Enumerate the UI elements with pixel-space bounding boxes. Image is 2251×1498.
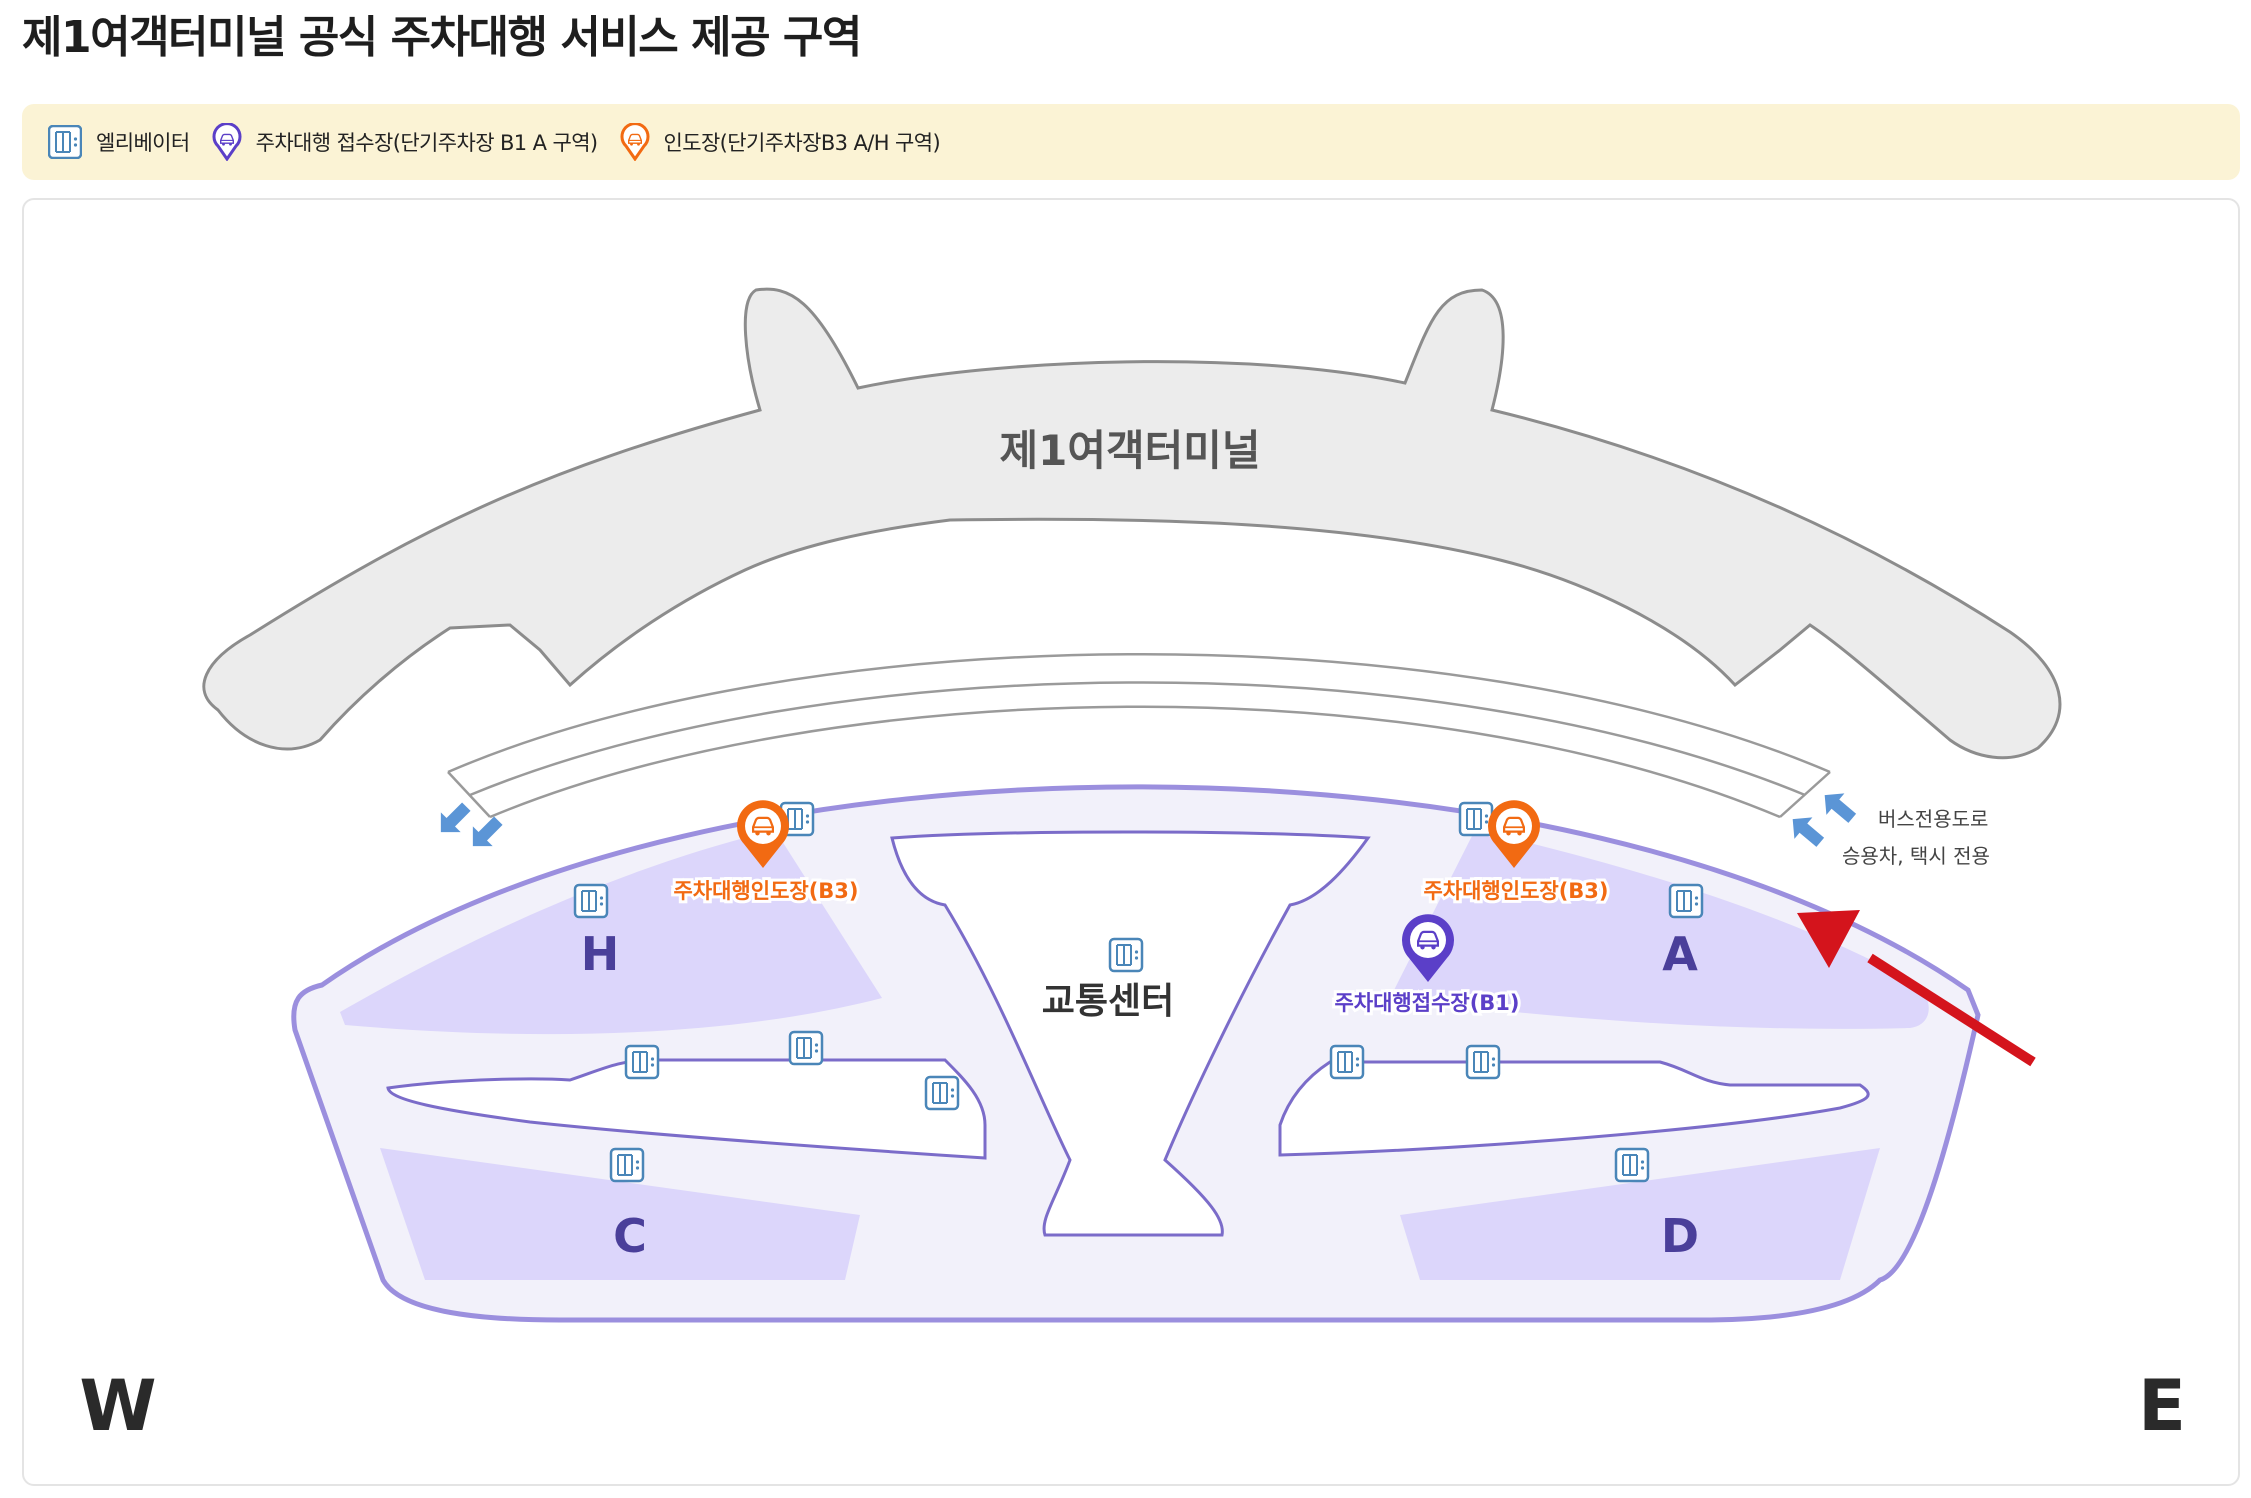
elevator-icon: [624, 1044, 660, 1080]
zone-d-area: [1400, 1148, 1880, 1280]
arrow-southwest-icon: [472, 816, 503, 847]
delivery-marker-west-label: 주차대행인도장(B3): [673, 879, 858, 903]
elevator-icon: [788, 1030, 824, 1066]
terminal-building: [202, 287, 2062, 760]
west-connector: [386, 1058, 987, 1160]
valet-reception-pin-icon: [212, 123, 242, 161]
red-pointer-arrow: [1797, 910, 2036, 1067]
zone-a-area: [1390, 830, 1929, 1029]
elevator-icon: [609, 1147, 645, 1183]
elevator-icon: [1458, 801, 1494, 837]
arrow-southwest-icon: [440, 802, 471, 833]
traffic-arrows-west: [440, 802, 503, 847]
legend-delivery: 인도장(단기주차장B3 A/H 구역): [620, 123, 941, 161]
east-connector: [1278, 1060, 1870, 1157]
direction-west: W: [79, 1365, 156, 1447]
elevator-icon: [1668, 883, 1704, 919]
valet-delivery-pin-icon: [620, 123, 649, 161]
arrow-northwest-icon: [1792, 817, 1825, 847]
elevated-roadway: [447, 652, 1831, 819]
delivery-marker-west[interactable]: 주차대행인도장(B3): [670, 800, 862, 906]
zone-c-area: [380, 1148, 860, 1280]
legend-delivery-label: 인도장(단기주차장B3 A/H 구역): [663, 131, 941, 155]
transport-center-hub: [890, 830, 1371, 1237]
zone-c-label: C: [613, 1209, 647, 1263]
legend-reception: 주차대행 접수장(단기주차장 B1 A 구역): [212, 123, 598, 161]
bus-road-note: 버스전용도로: [1878, 807, 1988, 831]
traffic-arrows-east: [1792, 793, 1857, 847]
zone-a-label: A: [1662, 927, 1698, 981]
legend-elevator-label: 엘리베이터: [96, 131, 190, 155]
reception-marker-label: 주차대행접수장(B1): [1334, 991, 1519, 1015]
elevator-icon: [1465, 1044, 1501, 1080]
elevator-icon: [1329, 1044, 1365, 1080]
car-taxi-road-note: 승용차, 택시 전용: [1842, 844, 1990, 868]
elevator-icon: [1108, 937, 1144, 973]
transport-center-label: 교통센터: [1042, 981, 1174, 1022]
direction-east: E: [2138, 1365, 2186, 1447]
elevator-icon: [924, 1075, 960, 1111]
elevator-icon: [1614, 1147, 1650, 1183]
terminal-label: 제1여객터미널: [999, 426, 1260, 475]
page-title: 제1여객터미널 공식 주차대행 서비스 제공 구역: [22, 12, 862, 63]
zone-d-label: D: [1661, 1209, 1699, 1263]
legend-elevator: 엘리베이터: [48, 125, 190, 159]
arrow-northwest-icon: [1824, 793, 1857, 823]
delivery-marker-east-label: 주차대행인도장(B3): [1423, 879, 1608, 903]
zone-h-area: [340, 830, 882, 1035]
reception-marker[interactable]: 주차대행접수장(B1): [1331, 914, 1523, 1018]
elevator-icon: [573, 883, 609, 919]
delivery-marker-east[interactable]: 주차대행인도장(B3): [1420, 800, 1612, 906]
map-legend: 엘리베이터 주차대행 접수장(단기주차장 B1 A 구역) 인도장(단기주차장B…: [22, 104, 2240, 180]
zone-h-label: H: [581, 927, 620, 981]
legend-reception-label: 주차대행 접수장(단기주차장 B1 A 구역): [255, 131, 599, 155]
